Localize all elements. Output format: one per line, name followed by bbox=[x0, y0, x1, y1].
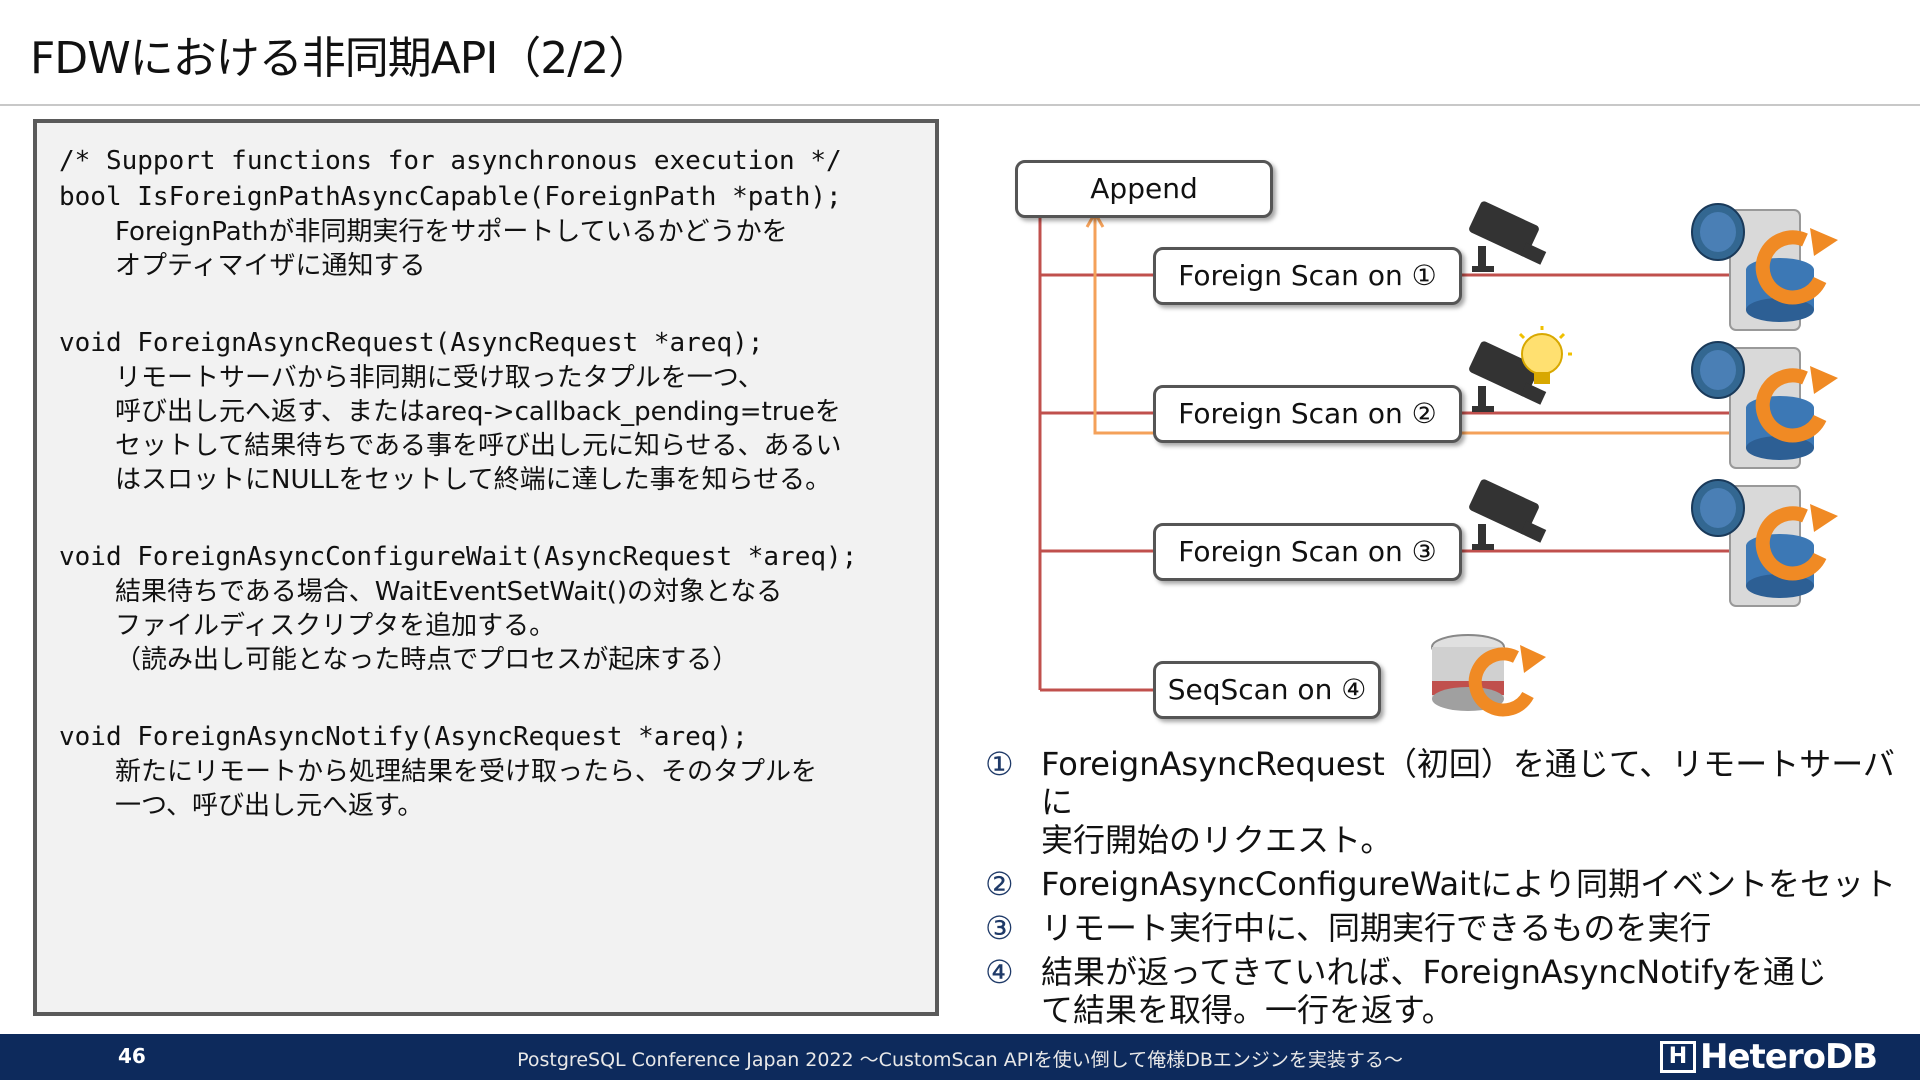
function-description-line: ForeignPathが非同期実行をサポートしているかどうかを bbox=[115, 217, 788, 247]
step-number: ④ bbox=[985, 953, 1014, 991]
step-text: ForeignAsyncConfigureWaitにより同期イベントをセット bbox=[1041, 865, 1896, 903]
step-number: ③ bbox=[985, 909, 1014, 947]
step-text: ForeignAsyncRequest（初回）を通じて、リモートサーバに 実行開… bbox=[1041, 745, 1895, 859]
function-block: bool IsForeignPathAsyncCapable(ForeignPa… bbox=[59, 179, 913, 283]
step-text: リモート実行中に、同期実行できるものを実行 bbox=[1041, 909, 1712, 947]
function-signature: void ForeignAsyncRequest(AsyncRequest *a… bbox=[59, 328, 764, 358]
function-block: void ForeignAsyncRequest(AsyncRequest *a… bbox=[59, 325, 913, 497]
page-number: 46 bbox=[118, 1044, 146, 1068]
title-divider bbox=[0, 104, 1920, 106]
function-block: void ForeignAsyncNotify(AsyncRequest *ar… bbox=[59, 719, 913, 823]
function-description-line: はスロットにNULLをセットして終端に達した事を知らせる。 bbox=[115, 465, 832, 495]
local-database-icon bbox=[1431, 634, 1546, 717]
async-return-line bbox=[1093, 213, 1735, 435]
code-panel: /* Support functions for asynchronous ex… bbox=[33, 119, 939, 1016]
function-signature: bool IsForeignPathAsyncCapable(ForeignPa… bbox=[59, 182, 842, 212]
function-description-line: （読み出し可能となった時点でプロセスが起床する） bbox=[115, 645, 739, 675]
function-description-line: 呼び出し元へ返す、またはareq->callback_pending=trueを bbox=[115, 397, 841, 427]
function-description-line: 一つ、呼び出し元へ返す。 bbox=[115, 791, 424, 821]
step-number: ② bbox=[985, 865, 1014, 903]
step-item: ④ 結果が返ってきていれば、ForeignAsyncNotifyを通じ て結果を… bbox=[985, 953, 1915, 1029]
logo-mark-icon: H bbox=[1660, 1041, 1696, 1073]
function-block: void ForeignAsyncConfigureWait(AsyncRequ… bbox=[59, 539, 913, 677]
camera-icon bbox=[1469, 201, 1547, 272]
step-number: ① bbox=[985, 745, 1014, 783]
function-signature: void ForeignAsyncNotify(AsyncRequest *ar… bbox=[59, 722, 748, 752]
remote-postgres-server-icon bbox=[1691, 479, 1838, 607]
foreign-scan-node-2: Foreign Scan on ② bbox=[1153, 385, 1462, 443]
logo-text: HeteroDB bbox=[1700, 1037, 1878, 1077]
seqscan-node-4: SeqScan on ④ bbox=[1153, 661, 1381, 719]
function-signature: void ForeignAsyncConfigureWait(AsyncRequ… bbox=[59, 542, 858, 572]
heterodb-logo: H HeteroDB bbox=[1660, 1037, 1878, 1077]
step-item: ③ リモート実行中に、同期実行できるものを実行 bbox=[985, 909, 1915, 947]
code-comment: /* Support functions for asynchronous ex… bbox=[59, 146, 842, 176]
async-execution-diagram: Append Foreign Scan on ① Foreign Scan on… bbox=[990, 130, 1920, 750]
step-item: ② ForeignAsyncConfigureWaitにより同期イベントをセット bbox=[985, 865, 1915, 903]
function-description-line: 結果待ちである場合、WaitEventSetWait()の対象となる bbox=[115, 577, 783, 607]
function-description-line: 新たにリモートから処理結果を受け取ったら、そのタプルを bbox=[115, 757, 818, 787]
function-description-line: リモートサーバから非同期に受け取ったタプルを一つ、 bbox=[115, 363, 764, 393]
slide-footer: PostgreSQL Conference Japan 2022 ～Custom… bbox=[0, 1034, 1920, 1080]
function-description-line: ファイルディスクリプタを追加する。 bbox=[115, 611, 556, 641]
step-list: ① ForeignAsyncRequest（初回）を通じて、リモートサーバに 実… bbox=[985, 745, 1915, 1035]
slide-title: FDWにおける非同期API（2/2） bbox=[30, 33, 652, 84]
diagram-lines bbox=[1038, 201, 1838, 717]
append-node: Append bbox=[1015, 160, 1273, 218]
step-item: ① ForeignAsyncRequest（初回）を通じて、リモートサーバに 実… bbox=[985, 745, 1915, 859]
footer-caption: PostgreSQL Conference Japan 2022 ～Custom… bbox=[517, 1049, 1403, 1071]
step-text: 結果が返ってきていれば、ForeignAsyncNotifyを通じ て結果を取得… bbox=[1041, 953, 1827, 1029]
function-description-line: セットして結果待ちである事を呼び出し元に知らせる、あるい bbox=[115, 431, 842, 461]
camera-icon bbox=[1469, 479, 1547, 550]
lightbulb-icon bbox=[1518, 326, 1572, 384]
camera-icon bbox=[1469, 341, 1547, 412]
remote-postgres-server-icon bbox=[1691, 341, 1838, 469]
foreign-scan-node-3: Foreign Scan on ③ bbox=[1153, 523, 1462, 581]
function-description-line: オプティマイザに通知する bbox=[115, 251, 426, 281]
foreign-scan-node-1: Foreign Scan on ① bbox=[1153, 247, 1462, 305]
remote-postgres-server-icon bbox=[1691, 203, 1838, 331]
